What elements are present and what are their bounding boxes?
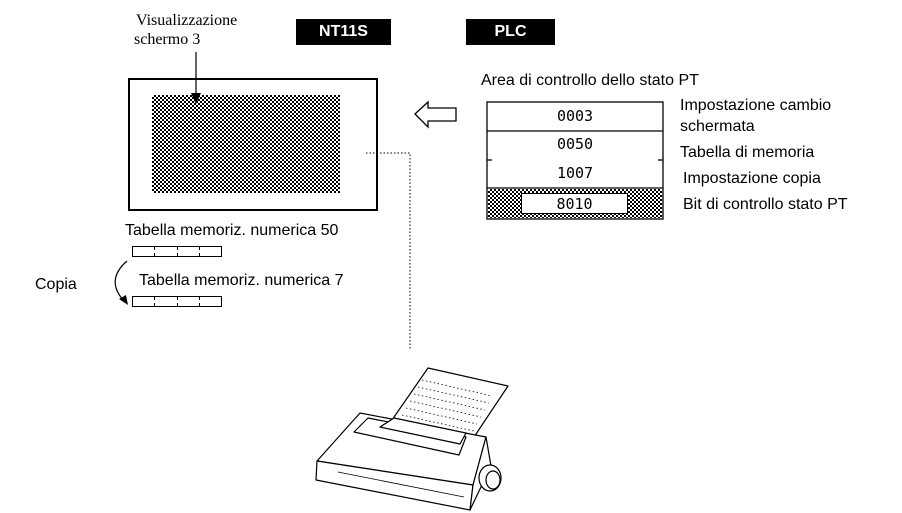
register-value-copy: 1007	[556, 164, 594, 182]
register-label-screen-change-1: Impostazione cambio	[680, 97, 832, 114]
register-label-screen-change-2: schermata	[680, 118, 755, 135]
pt-screen-frame	[128, 78, 378, 211]
printer-connector-line	[366, 152, 411, 350]
register-value-status-bit: 8010	[521, 193, 628, 214]
table-7-label: Tabella memoriz. numerica 7	[139, 272, 344, 289]
screen-label-line2: schermo 3	[134, 31, 201, 48]
register-value-screen-change: 0003	[556, 107, 594, 125]
nt11s-badge: NT11S	[296, 19, 391, 45]
printer-icon	[315, 367, 509, 511]
table-50-cells	[132, 246, 222, 257]
register-label-memory-table: Tabella di memoria	[680, 144, 815, 161]
register-label-status-bit: Bit di controllo stato PT	[683, 196, 848, 213]
left-hollow-arrow-icon	[414, 100, 457, 129]
register-label-copy: Impostazione copia	[683, 170, 821, 187]
plc-badge: PLC	[466, 19, 555, 45]
register-block-outline	[486, 101, 664, 220]
copy-label: Copia	[35, 276, 77, 293]
register-value-memory-table: 0050	[556, 135, 594, 153]
control-area-title: Area di controllo dello stato PT	[481, 72, 699, 89]
pt-screen-display	[152, 95, 340, 193]
table-50-label: Tabella memoriz. numerica 50	[125, 222, 339, 239]
table-7-cells	[132, 296, 222, 307]
screen-label-line1: Visualizzazione	[136, 12, 238, 29]
down-arrow-icon	[191, 52, 201, 104]
curved-copy-arrow-icon	[114, 260, 128, 305]
